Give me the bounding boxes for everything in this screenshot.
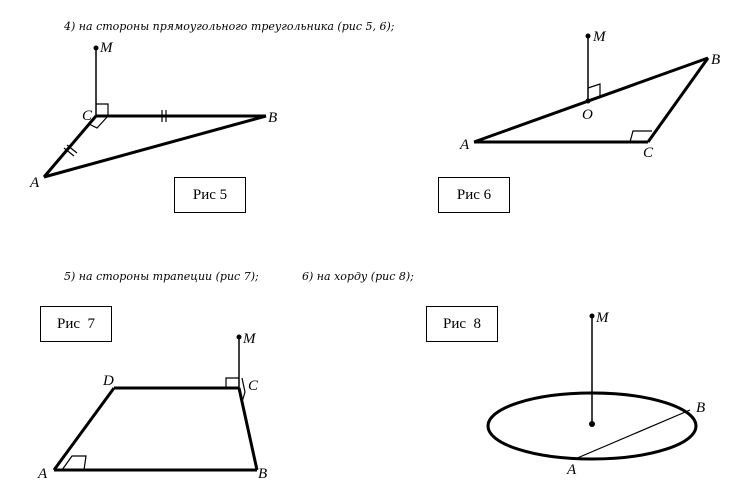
fig7-label-m: M [242, 331, 257, 347]
fig7-right-angle-mark-c [225, 377, 239, 388]
fig5-tick-ac-2 [66, 144, 78, 154]
fig5-right-angle-mark-vertical [96, 103, 109, 116]
fig6-side-bc [646, 57, 710, 143]
fig6-side-ab [473, 56, 709, 144]
fig7-side-ad [52, 387, 116, 471]
fig7-right-angle-mark-a [61, 455, 87, 471]
fig6-right-angle-mark-c [629, 130, 652, 143]
fig8-label-b: B [696, 400, 705, 416]
figure-7 [52, 334, 259, 472]
fig5-label-a: A [29, 175, 40, 191]
fig7-label-d: D [102, 373, 114, 389]
fig8-label-a: A [566, 462, 577, 478]
fig7-right-angle-mark-c-side [241, 377, 246, 403]
fig6-point-m [585, 33, 591, 39]
fig8-label-m: M [595, 310, 610, 326]
caption-item-6: 6) на хорду (рис 8); [302, 270, 414, 283]
fig5-label-box: Рис 5 [174, 177, 246, 213]
fig6-label-c: C [643, 145, 654, 161]
fig5-point-m [93, 45, 99, 51]
fig8-label-box: Рис 8 [426, 306, 498, 342]
fig6-label-box: Рис 6 [438, 177, 510, 213]
fig7-label-b: B [258, 466, 267, 482]
caption-item-5: 5) на стороны трапеции (рис 7); [64, 270, 259, 283]
fig5-label-m: M [99, 40, 114, 56]
fig5-right-angle-mark-base [88, 115, 109, 129]
fig7-label-a: A [37, 466, 48, 482]
fig5-side-ac [42, 115, 98, 178]
fig8-point-m [589, 313, 595, 319]
fig7-label-box: Рис 7 [40, 306, 112, 342]
caption-item-4: 4) на стороны прямоугольного треугольник… [64, 20, 395, 33]
fig6-label-a: A [459, 137, 470, 153]
fig6-label-m: M [592, 29, 607, 45]
fig8-chord-ab [574, 409, 691, 460]
fig6-label-b: B [711, 52, 720, 68]
fig5-tick-ac-1 [63, 147, 75, 157]
fig7-point-m [236, 334, 242, 340]
figure-6 [473, 33, 710, 144]
figure-8 [486, 313, 698, 461]
fig7-label-c: C [248, 378, 259, 394]
fig6-label-o: O [582, 107, 593, 123]
figure-5 [42, 45, 267, 179]
fig5-side-ab [43, 114, 267, 179]
fig5-label-b: B [268, 110, 277, 126]
fig6-right-angle-mark-o [587, 83, 601, 97]
fig7-side-cb [237, 387, 259, 471]
fig8-center-point [589, 421, 595, 427]
fig5-label-c: C [82, 108, 93, 124]
